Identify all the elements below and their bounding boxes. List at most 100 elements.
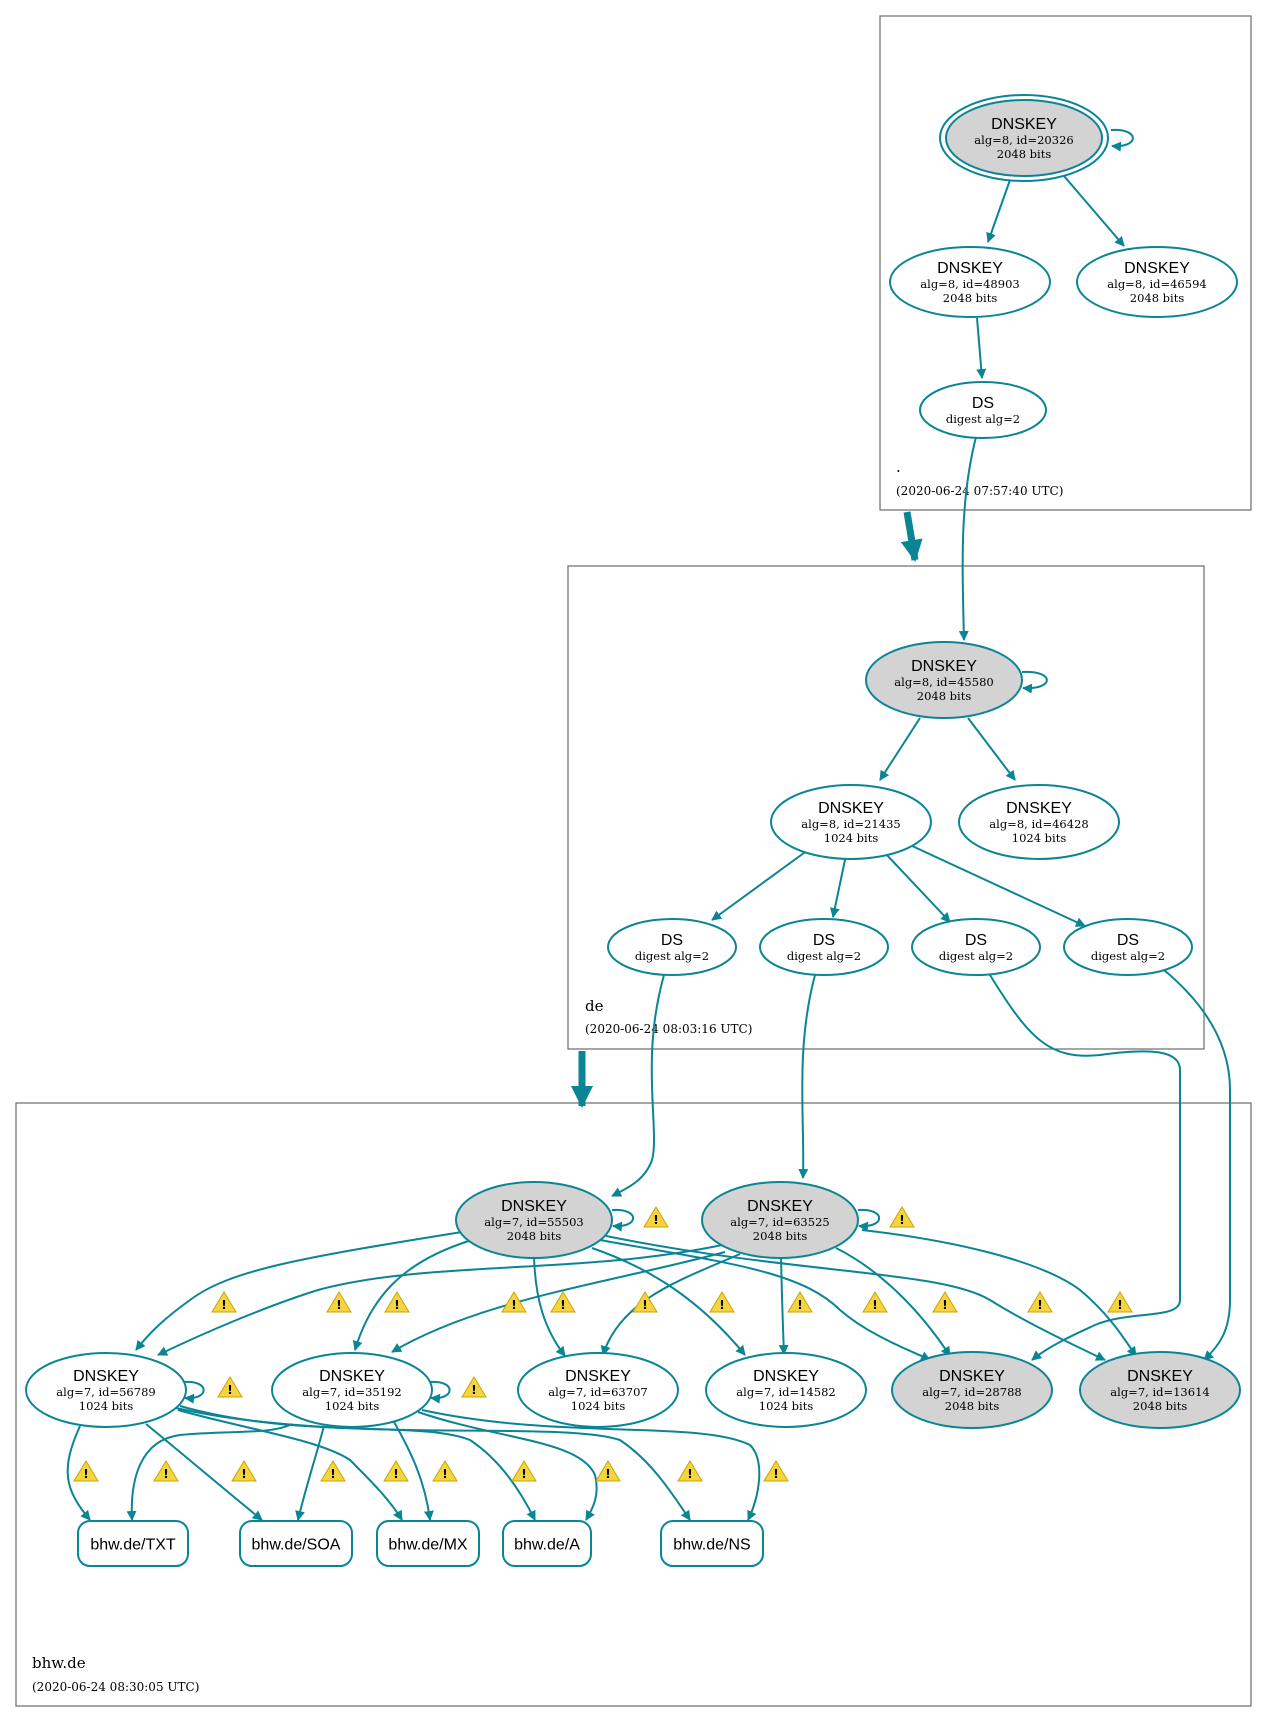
warning-icon[interactable]: ! <box>231 1460 257 1482</box>
svg-text:!: ! <box>221 1298 226 1312</box>
node-ellipse <box>945 99 1103 177</box>
zone-bhw: bhw.de (2020-06-24 08:30:05 UTC) <box>15 1102 1252 1707</box>
node-bits: 2048 bits <box>1133 1399 1188 1413</box>
svg-text:!: ! <box>394 1298 399 1312</box>
node-ellipse <box>919 381 1047 439</box>
rrset-node-rr_soa[interactable]: bhw.de/SOA <box>239 1520 353 1567</box>
rrset-node-rr_txt[interactable]: bhw.de/TXT <box>77 1520 189 1567</box>
svg-text:!: ! <box>605 1467 610 1481</box>
warning-icon[interactable]: ! <box>632 1291 658 1313</box>
warning-icon[interactable]: ! <box>643 1206 669 1228</box>
node-ellipse <box>1076 246 1238 318</box>
zone-de-name: de <box>585 997 604 1015</box>
warning-icon[interactable]: ! <box>383 1460 409 1482</box>
rrset-box <box>77 1520 189 1567</box>
node-alg-id: alg=8, id=48903 <box>920 277 1019 291</box>
warning-icon[interactable]: ! <box>1107 1291 1133 1313</box>
node-ellipse <box>517 1352 679 1428</box>
node-title: DNSKEY <box>73 1368 139 1385</box>
warning-icon[interactable]: ! <box>217 1376 243 1398</box>
rrset-label: bhw.de/NS <box>673 1537 750 1554</box>
node-alg-id: alg=7, id=55503 <box>484 1215 583 1229</box>
node-title: DS <box>965 932 987 949</box>
svg-text:!: ! <box>336 1298 341 1312</box>
warning-icon[interactable]: ! <box>432 1460 458 1482</box>
warning-icon[interactable]: ! <box>787 1291 813 1313</box>
svg-text:!: ! <box>642 1298 647 1312</box>
warning-icon[interactable]: ! <box>889 1206 915 1228</box>
warning-icon[interactable]: ! <box>461 1376 487 1398</box>
node-title: DS <box>972 395 994 412</box>
node-ellipse <box>1079 1351 1241 1429</box>
warning-icon[interactable]: ! <box>862 1291 888 1313</box>
node-detail: digest alg=2 <box>787 949 861 963</box>
node-ellipse <box>770 784 932 860</box>
node-alg-id: alg=8, id=20326 <box>974 133 1073 147</box>
node-title: DNSKEY <box>747 1198 813 1215</box>
warning-icon[interactable]: ! <box>384 1291 410 1313</box>
node-ellipse <box>891 1351 1053 1429</box>
node-ellipse <box>701 1181 859 1259</box>
svg-text:!: ! <box>942 1298 947 1312</box>
rrset-node-rr_ns[interactable]: bhw.de/NS <box>660 1520 764 1567</box>
zone-bhw-box <box>15 1102 1252 1707</box>
warning-icon[interactable]: ! <box>501 1291 527 1313</box>
svg-text:!: ! <box>511 1298 516 1312</box>
warning-icon[interactable]: ! <box>320 1460 346 1482</box>
svg-text:!: ! <box>163 1467 168 1481</box>
rrset-node-rr_a[interactable]: bhw.de/A <box>502 1520 592 1567</box>
warning-icon[interactable]: ! <box>211 1291 237 1313</box>
rrset-label: bhw.de/MX <box>388 1537 467 1554</box>
warning-icon[interactable]: ! <box>595 1460 621 1482</box>
warning-icon[interactable]: ! <box>511 1460 537 1482</box>
node-title: DNSKEY <box>1127 1368 1193 1385</box>
rrset-box <box>376 1520 480 1567</box>
warning-icon[interactable]: ! <box>550 1291 576 1313</box>
warning-icon[interactable]: ! <box>763 1460 789 1482</box>
node-bits: 1024 bits <box>79 1399 134 1413</box>
node-title: DNSKEY <box>1006 800 1072 817</box>
rrset-label: bhw.de/TXT <box>90 1537 176 1554</box>
warning-icon[interactable]: ! <box>1027 1291 1053 1313</box>
node-detail: digest alg=2 <box>946 412 1020 426</box>
node-bits: 1024 bits <box>571 1399 626 1413</box>
warning-icon[interactable]: ! <box>73 1460 99 1482</box>
node-ellipse <box>865 641 1023 719</box>
warning-icon[interactable]: ! <box>709 1291 735 1313</box>
warning-icon[interactable]: ! <box>677 1460 703 1482</box>
node-bits: 2048 bits <box>1130 291 1185 305</box>
node-ellipse <box>911 918 1041 976</box>
self-loops <box>183 128 1134 1404</box>
node-ellipse <box>759 918 889 976</box>
svg-text:!: ! <box>521 1467 526 1481</box>
node-detail: digest alg=2 <box>939 949 1013 963</box>
warning-icon[interactable]: ! <box>153 1460 179 1482</box>
rrset-label: bhw.de/A <box>514 1537 580 1554</box>
node-alg-id: alg=7, id=14582 <box>736 1385 835 1399</box>
rrset-node-rr_mx[interactable]: bhw.de/MX <box>376 1520 480 1567</box>
warning-icon[interactable]: ! <box>932 1291 958 1313</box>
warning-icon[interactable]: ! <box>326 1291 352 1313</box>
node-detail: digest alg=2 <box>1091 949 1165 963</box>
